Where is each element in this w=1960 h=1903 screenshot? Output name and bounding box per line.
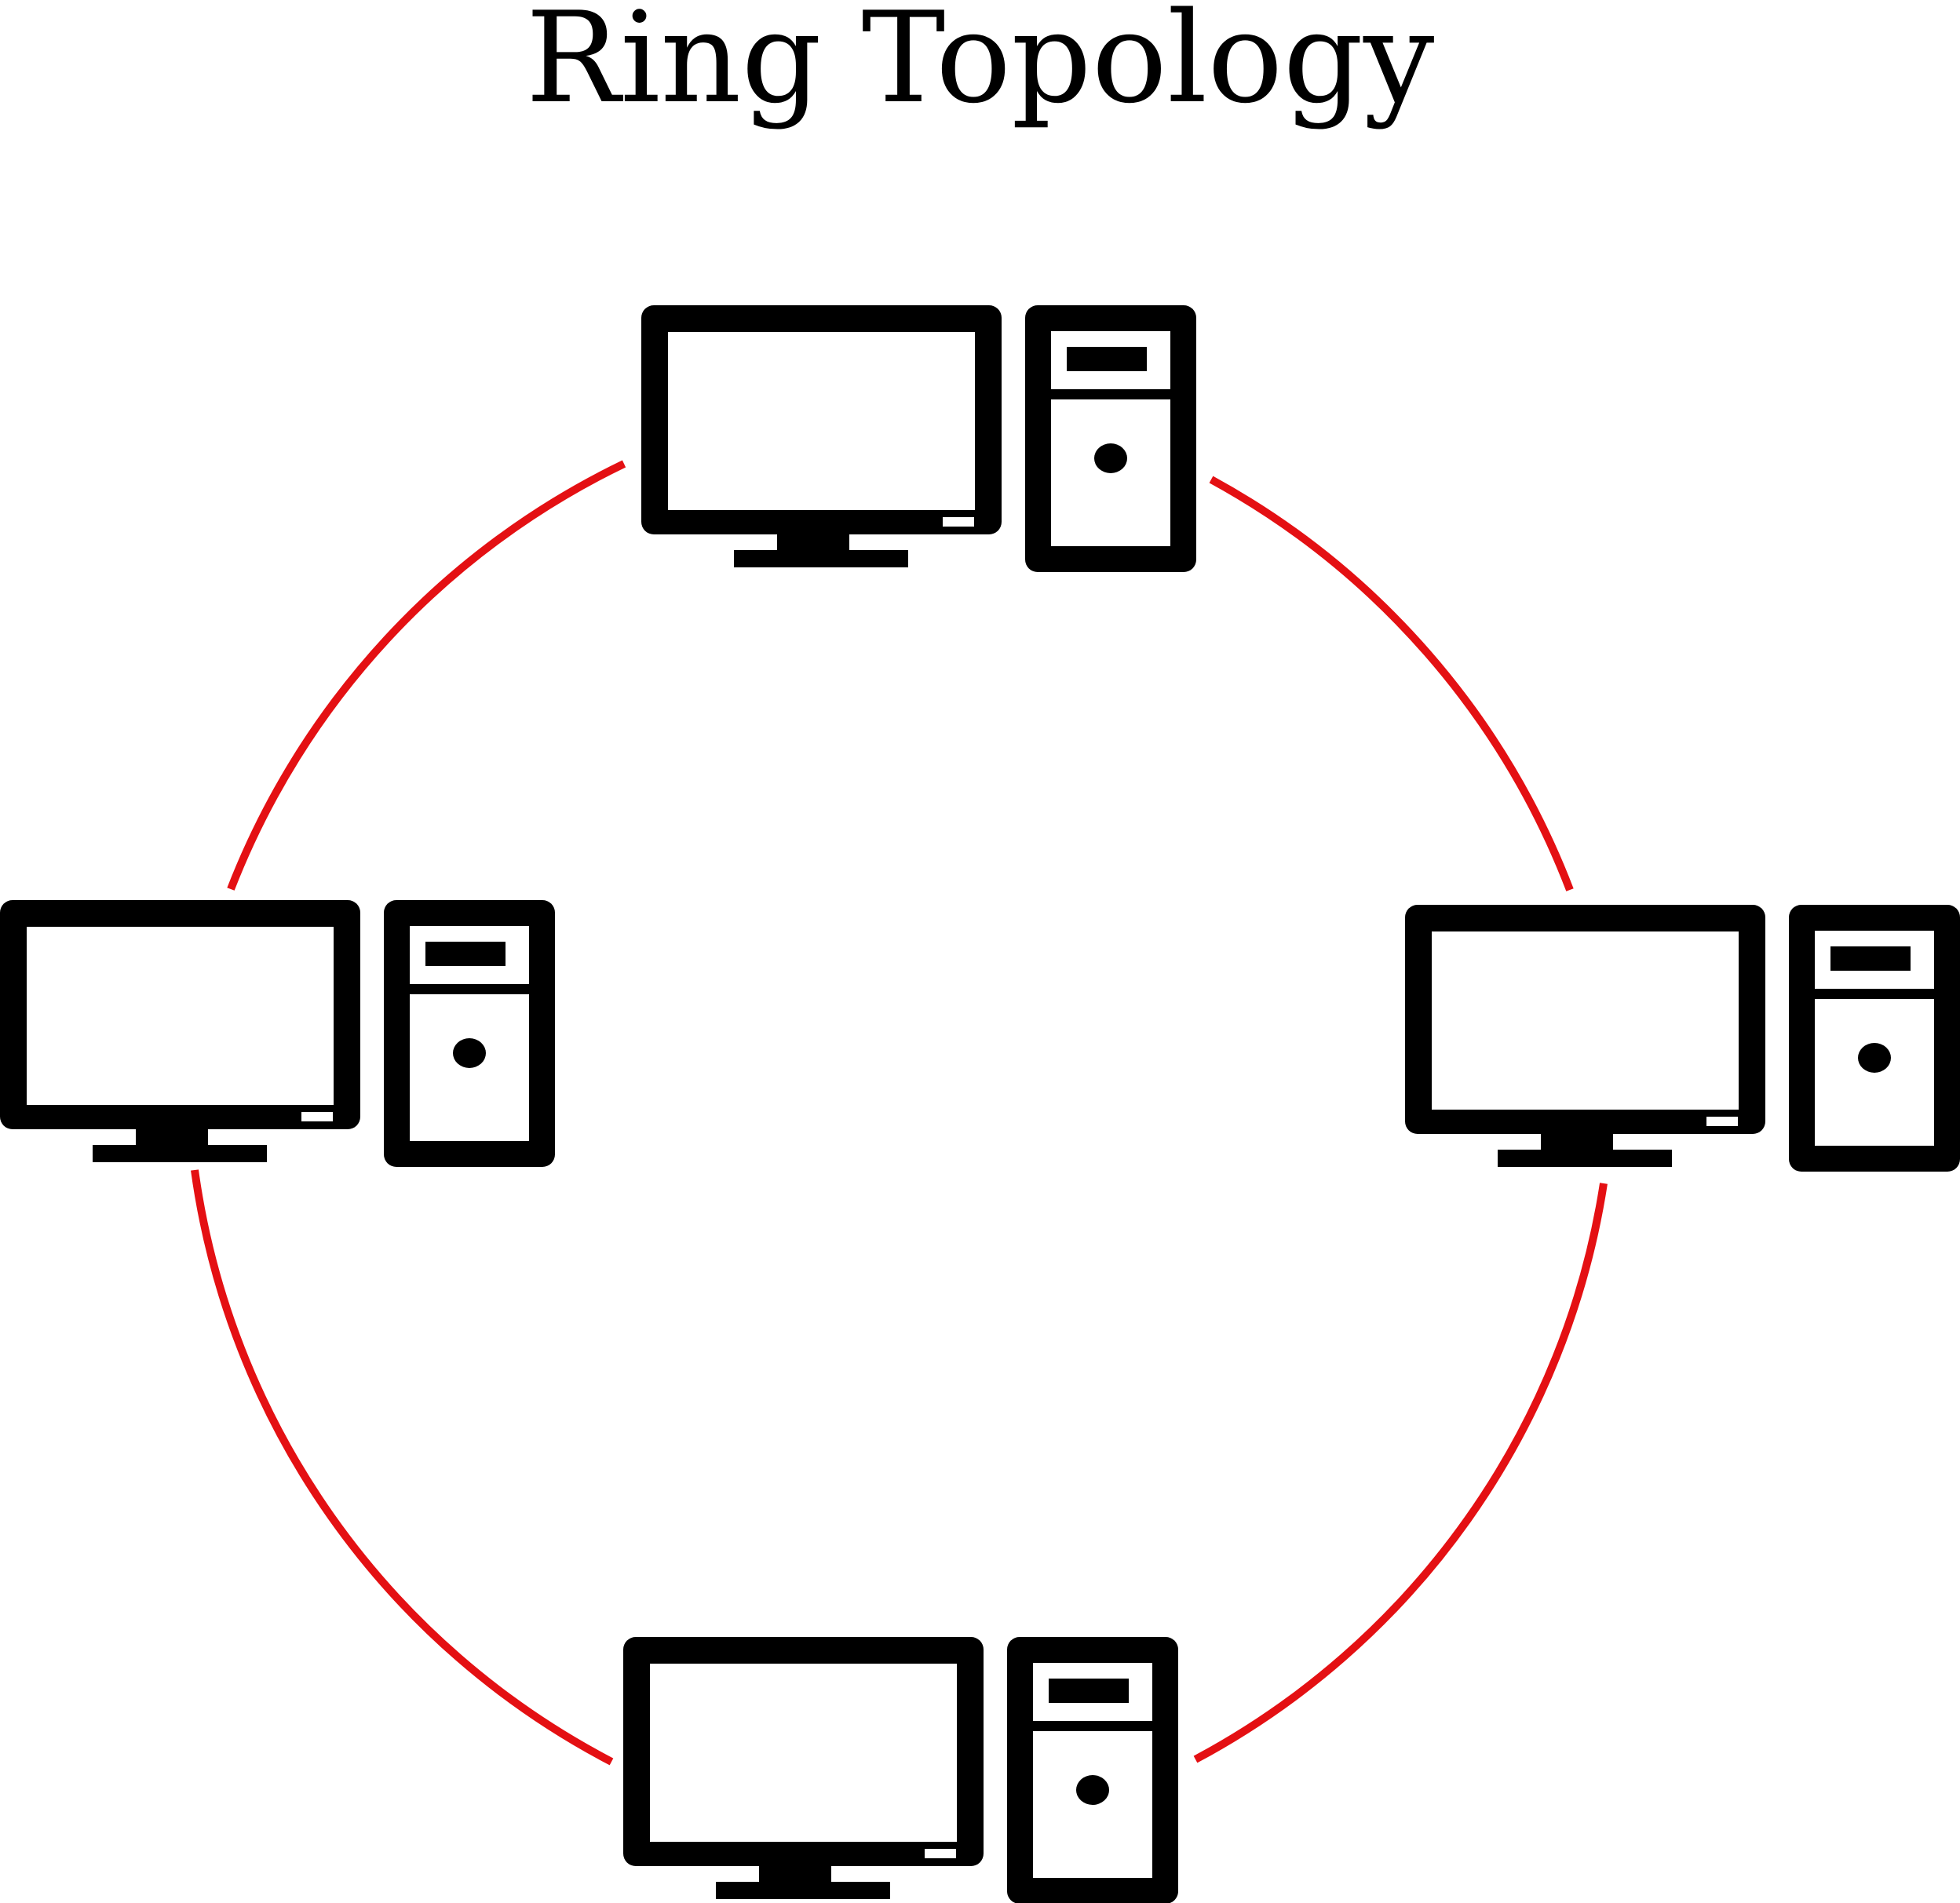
desktop-computer-icon [0, 900, 555, 1167]
ring-links [191, 460, 1608, 1766]
computer-node-bottom [623, 1637, 1178, 1903]
desktop-computer-icon [641, 305, 1196, 572]
diagram-title: Ring Topology [525, 0, 1435, 131]
ring-link-top-right [1209, 476, 1574, 891]
ring-link-bottom-left [191, 1169, 614, 1766]
desktop-computer-icon [623, 1637, 1178, 1903]
computer-node-right [1405, 905, 1960, 1172]
computer-node-left [0, 900, 555, 1167]
ring-link-right-bottom [1193, 1183, 1608, 1763]
desktop-computer-icon [1405, 905, 1960, 1172]
ring-link-left-top [227, 460, 626, 891]
computer-node-top [641, 305, 1196, 572]
